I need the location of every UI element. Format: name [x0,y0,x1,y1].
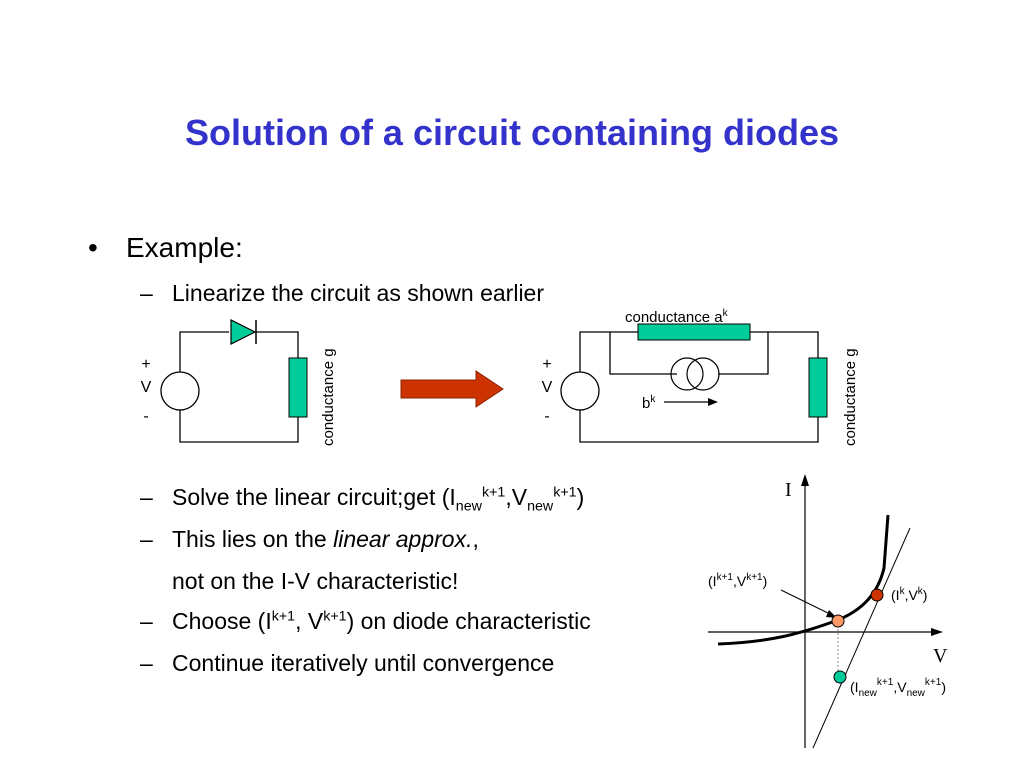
sub-item-not-on: not on the I-V characteristic! [172,568,459,594]
wire [179,410,299,443]
minus-sign: - [544,408,549,425]
voltage-source [160,371,200,411]
wire [579,331,638,372]
resistor-g [288,357,308,418]
sub-item-solve: –Solve the linear circuit;get (Inewk+1,V… [140,484,585,515]
voltage-label: V [141,379,152,396]
current-source-circle [670,357,704,391]
dash: – [140,484,153,510]
dash: – [140,280,153,306]
b-label: bk [642,394,656,412]
diode-symbol [230,319,257,345]
minus-sign: - [143,408,148,425]
arrow-head [708,398,718,406]
sub-item-this-lies: –This lies on the linear approx., [140,526,479,552]
point-current [870,588,884,602]
slide-title: Solution of a circuit containing diodes [184,112,839,153]
sub-item-continue: –Continue iteratively until convergence [140,650,555,676]
conductance-g-label: conductance g [320,348,337,446]
voltage-label: V [542,379,553,396]
dash: – [140,608,153,634]
wire [750,331,819,358]
i-axis-arrowhead [801,474,809,486]
label-current-point: (Ik,Vk) [891,586,927,603]
label-new-point: (Inewk+1,Vnewk+1) [850,677,946,699]
transform-arrow [400,370,504,408]
sub-item-choose: –Choose (Ik+1, Vk+1) on diode characteri… [140,608,591,634]
wire [179,331,229,372]
conductance-a-label: conductance ak [625,308,729,326]
label-chosen-point: (Ik+1,Vk+1) [708,572,767,589]
axis-label-v: V [933,645,948,667]
sub-item-linearize: –Linearize the circuit as shown earlier [140,280,545,306]
point-chosen [831,614,845,628]
wire [718,332,769,375]
current-source-circle [686,357,720,391]
wire [609,332,677,375]
point-new [833,670,847,684]
axis-label-i: I [785,479,792,501]
plus-sign: + [542,356,551,373]
circuit-linearized [579,331,819,443]
dash: – [140,650,153,676]
resistor-g [808,357,828,418]
plus-sign: + [141,356,150,373]
pointer-line [780,589,833,616]
bullet-dot: • [88,232,98,263]
wire [256,331,299,358]
iv-graph: I V (Ik+1,Vk+1) (Ik,Vk) (Inewk+1,Vnewk+1… [708,474,948,749]
linear-approx-line [812,527,911,749]
dash: – [140,526,153,552]
v-axis-arrowhead [931,628,943,636]
bullet-example-text: Example: [126,232,243,263]
wire [579,410,819,443]
circuit-diode [179,331,299,443]
conductance-g-label: conductance g [842,348,859,446]
voltage-source [560,371,600,411]
conductance-a-box [637,323,751,341]
